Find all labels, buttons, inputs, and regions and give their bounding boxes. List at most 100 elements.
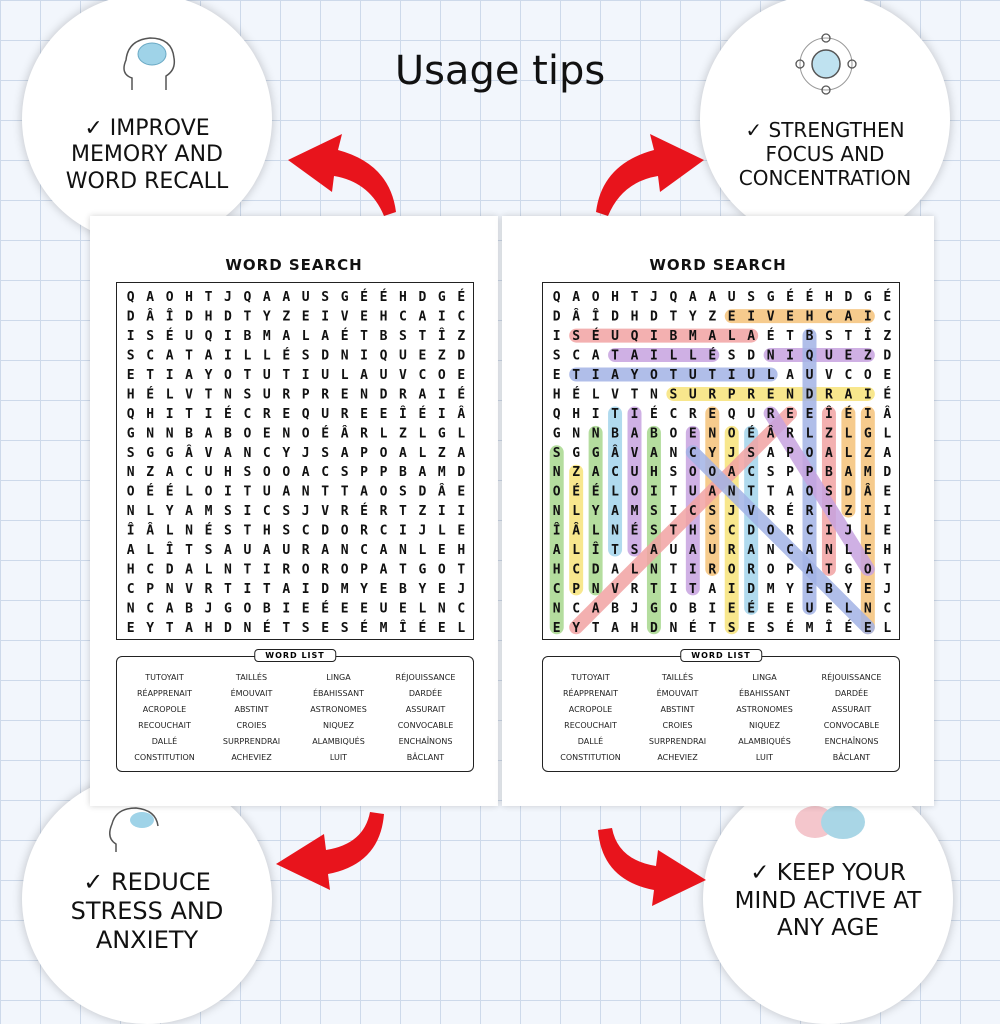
grid-letter: O <box>728 426 736 441</box>
word-list-item: CONVOCABLE <box>823 720 880 730</box>
tip-text-stress: ✓ REDUCE STRESS AND ANXIETY <box>22 868 272 954</box>
grid-letter: H <box>553 387 561 402</box>
grid-letter: O <box>302 426 310 441</box>
word-list-item: DALLÉ <box>577 736 604 746</box>
tip-line: CONCENTRATION <box>738 166 912 190</box>
grid-letter: O <box>380 446 388 461</box>
grid-letter: D <box>747 524 755 539</box>
grid-letter: T <box>669 368 677 383</box>
grid-letter: E <box>864 582 872 597</box>
grid-letter: U <box>708 543 716 558</box>
grid-letter: C <box>146 601 154 616</box>
grid-letter: D <box>380 387 388 402</box>
word-list-item: ENCHAÎNONS <box>824 736 879 746</box>
grid-letter: L <box>146 543 154 558</box>
grid-letter: C <box>883 601 891 616</box>
grid-letter: S <box>321 446 329 461</box>
grid-letter: C <box>611 465 619 480</box>
grid-letter: M <box>205 504 213 519</box>
grid-letter: N <box>282 426 290 441</box>
tip-text-memory: ✓ IMPROVE MEMORY AND WORD RECALL <box>22 116 272 195</box>
grid-letter: Z <box>399 426 407 441</box>
grid-letter: Z <box>883 329 891 344</box>
grid-letter: I <box>864 407 872 422</box>
grid-letter: C <box>825 310 833 325</box>
grid-letter: S <box>341 621 349 636</box>
grid-letter: D <box>883 349 891 364</box>
grid-letter: G <box>650 601 658 616</box>
word-list-item: ASTRONOMES <box>736 704 793 714</box>
brain-focus-icon <box>795 33 857 95</box>
word-list-item: ASSURAIT <box>405 704 446 714</box>
word-list-item: SURPRENDRAI <box>222 736 281 746</box>
word-list-item: ACROPOLE <box>142 704 187 714</box>
grid-letter: U <box>380 368 388 383</box>
grid-letter: G <box>864 290 872 305</box>
arrow-bottom-left-icon <box>276 812 384 890</box>
grid-letter: I <box>728 582 736 597</box>
grid-letter: É <box>146 386 154 402</box>
grid-letter: É <box>572 386 580 402</box>
tip-circle-memory: ✓ IMPROVE MEMORY AND WORD RECALL <box>22 0 272 244</box>
grid-letter: É <box>786 289 794 305</box>
grid-letter: A <box>708 329 716 344</box>
grid-letter: S <box>708 504 716 519</box>
grid-letter: U <box>243 543 251 558</box>
grid-letter: L <box>263 349 271 364</box>
grid-letter: N <box>767 543 775 558</box>
word-list-item: LUIT <box>755 752 774 762</box>
grid-letter: U <box>282 543 290 558</box>
grid-letter: C <box>457 601 465 616</box>
grid-letter: O <box>689 465 697 480</box>
grid-letter: I <box>224 349 232 364</box>
grid-letter: E <box>127 621 135 636</box>
grid-letter: Â <box>572 523 580 539</box>
grid-letter: B <box>806 329 814 344</box>
grid-letter: Î <box>399 406 407 422</box>
grid-letter: M <box>689 329 697 344</box>
grid-letter: U <box>689 387 697 402</box>
grid-letter: S <box>767 621 775 636</box>
tip-text-active: ✓ KEEP YOUR MIND ACTIVE AT ANY AGE <box>703 860 953 943</box>
grid-letter: L <box>146 504 154 519</box>
grid-letter: Î <box>166 309 174 325</box>
word-list-item: TAILLÉS <box>235 672 268 682</box>
grid-letter: L <box>806 426 814 441</box>
grid-letter: H <box>263 524 271 539</box>
grid-letter: I <box>883 504 891 519</box>
grid-letter: É <box>360 620 368 636</box>
grid-letter: H <box>380 310 388 325</box>
grid-letter: N <box>243 446 251 461</box>
grid-letter: T <box>669 524 677 539</box>
grid-letter: A <box>205 426 213 441</box>
grid-letter: P <box>146 582 154 597</box>
grid-letter: T <box>263 582 271 597</box>
grid-letter: C <box>263 446 271 461</box>
grid-letter: H <box>457 543 465 558</box>
word-list-item: DARDÉE <box>834 688 869 698</box>
grid-letter: A <box>806 562 814 577</box>
grid-letter: C <box>883 310 891 325</box>
grid-letter: N <box>553 465 561 480</box>
grid-letter: L <box>728 329 736 344</box>
grid-letter: V <box>611 582 619 597</box>
grid-letter: A <box>360 485 368 500</box>
tip-circle-focus: ✓ STRENGTHEN FOCUS AND CONCENTRATION <box>700 0 950 244</box>
grid-letter: É <box>380 289 388 305</box>
grid-letter: H <box>631 310 639 325</box>
grid-letter: T <box>341 485 349 500</box>
grid-letter: E <box>302 601 310 616</box>
grid-letter: C <box>786 543 794 558</box>
grid-letter: G <box>146 446 154 461</box>
grid-letter: L <box>864 524 872 539</box>
grid-letter: É <box>321 425 329 441</box>
grid-letter: A <box>631 349 639 364</box>
grid-letter: I <box>592 407 600 422</box>
word-highlight <box>763 406 875 576</box>
grid-letter: T <box>243 524 251 539</box>
grid-letter: L <box>341 368 349 383</box>
word-list-item: TUTOYAIT <box>571 672 610 682</box>
grid-letter: Z <box>708 310 716 325</box>
grid-letter: É <box>166 484 174 500</box>
grid-letter: P <box>728 387 736 402</box>
